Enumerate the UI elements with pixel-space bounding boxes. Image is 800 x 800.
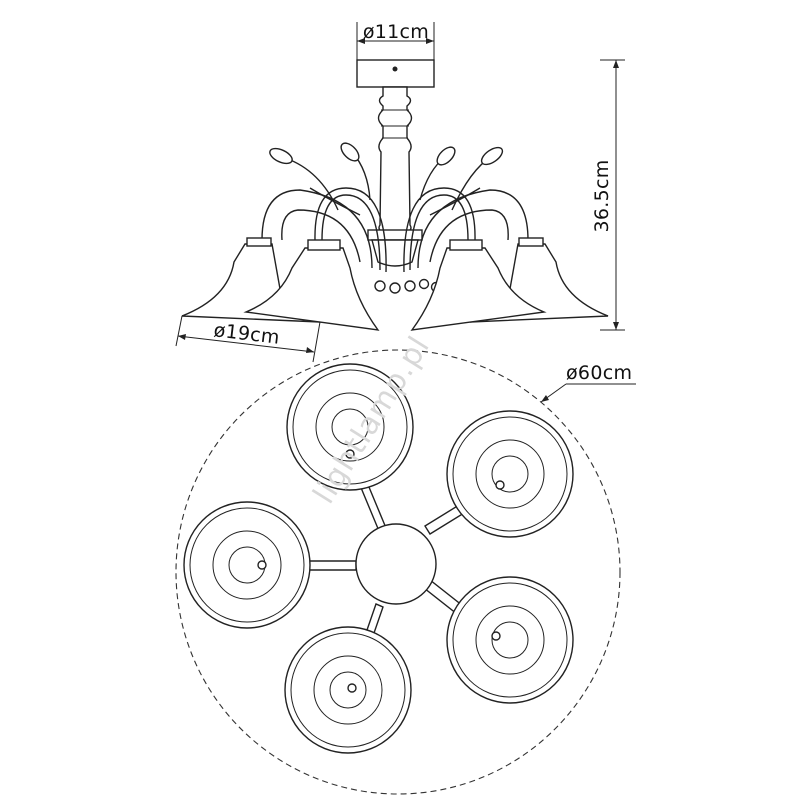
height-dimension: 36.5cm	[591, 59, 625, 331]
top-shade-1	[286, 363, 414, 491]
top-shade-3	[183, 501, 311, 629]
decorative-leaves	[269, 142, 504, 216]
side-shades	[181, 237, 609, 331]
top-shade-4	[446, 576, 574, 704]
ceiling-canopy	[356, 59, 435, 88]
canopy-diameter-label: ø11cm	[363, 21, 429, 43]
overall-diameter-label: ø60cm	[566, 362, 632, 384]
side-view: ø11cm	[175, 21, 625, 363]
top-view: ø60cm	[175, 349, 636, 795]
lamp-stem	[367, 86, 442, 294]
overall-dimension: ø60cm	[540, 362, 636, 403]
top-shade-5	[284, 626, 412, 754]
canopy-screw	[392, 66, 398, 72]
height-label: 36.5cm	[591, 159, 613, 232]
top-shade-2	[446, 410, 574, 538]
shade-diameter-label: ø19cm	[213, 319, 281, 349]
shade-dimension: ø19cm	[175, 315, 321, 363]
center-hub	[355, 523, 437, 605]
overall-diameter-outline	[175, 349, 621, 795]
curved-arms	[261, 187, 529, 273]
canopy-dimension: ø11cm	[356, 21, 435, 60]
